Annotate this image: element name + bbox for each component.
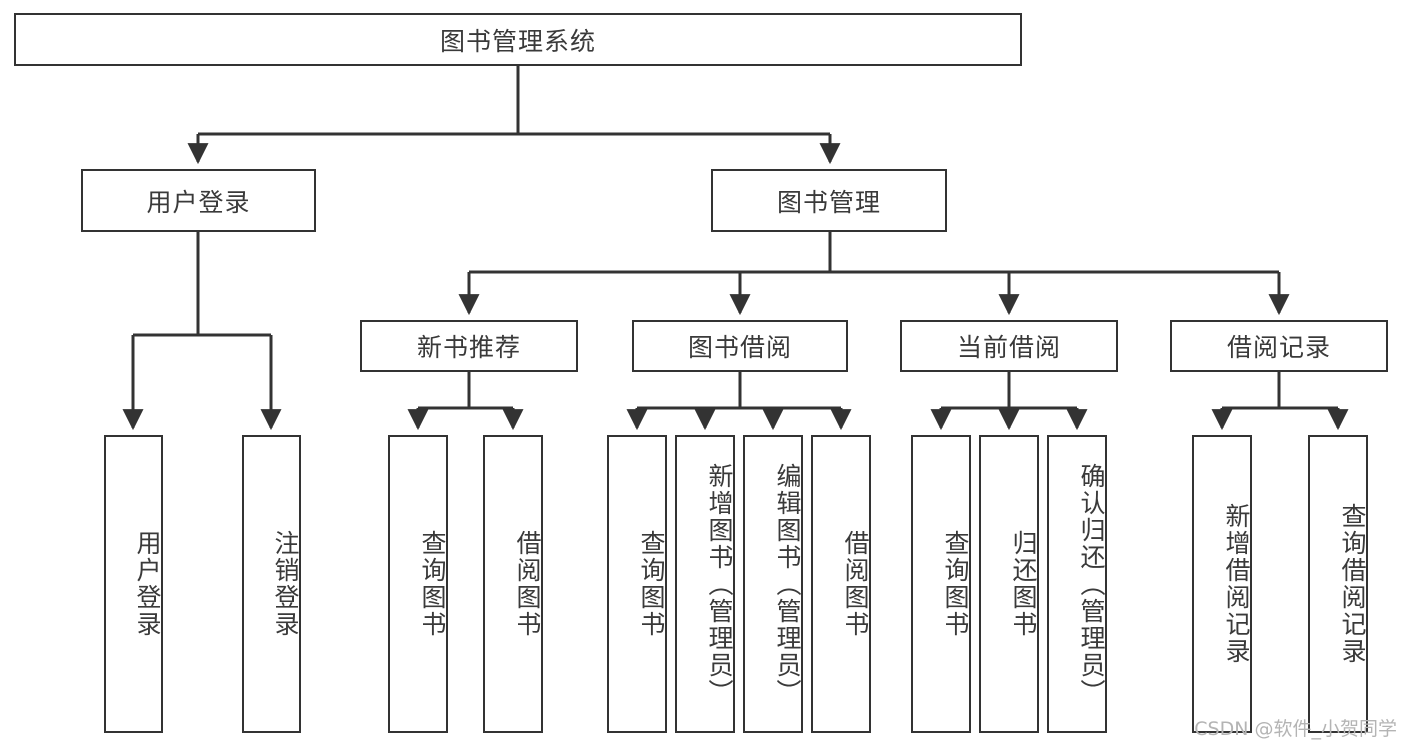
leaf-current-borrow-return-book[interactable]: 归还图书 <box>979 435 1039 733</box>
leaf-borrow-record-add-record[interactable]: 新增借阅记录 <box>1192 435 1252 733</box>
leaf-user-login-logout[interactable]: 注销登录 <box>242 435 301 733</box>
node-label: 新增图书（管理员） <box>705 462 734 706</box>
node-book-borrow[interactable]: 图书借阅 <box>632 320 848 372</box>
node-current-borrow[interactable]: 当前借阅 <box>900 320 1118 372</box>
node-root-book-management-system[interactable]: 图书管理系统 <box>14 13 1022 66</box>
node-borrow-record[interactable]: 借阅记录 <box>1170 320 1388 372</box>
node-label: 查询图书 <box>941 530 970 638</box>
node-label: 新书推荐 <box>416 333 521 362</box>
leaf-book-borrow-add-book-admin[interactable]: 新增图书（管理员） <box>675 435 735 733</box>
leaf-borrow-record-query-record[interactable]: 查询借阅记录 <box>1308 435 1368 733</box>
node-label: 查询图书 <box>637 530 666 638</box>
node-label: 图书借阅 <box>687 333 792 362</box>
leaf-book-borrow-edit-book-admin[interactable]: 编辑图书（管理员） <box>743 435 803 733</box>
node-new-book-recommend[interactable]: 新书推荐 <box>360 320 578 372</box>
node-label: 归还图书 <box>1009 530 1038 638</box>
leaf-book-borrow-borrow-book[interactable]: 借阅图书 <box>811 435 871 733</box>
node-label: 新增借阅记录 <box>1222 503 1251 665</box>
node-label: 确认归还（管理员） <box>1077 462 1106 706</box>
leaf-user-login-login[interactable]: 用户登录 <box>104 435 163 733</box>
node-label: 编辑图书（管理员） <box>773 462 802 706</box>
node-label: 查询借阅记录 <box>1338 503 1367 665</box>
node-label: 借阅图书 <box>841 530 870 638</box>
leaf-new-book-borrow-book[interactable]: 借阅图书 <box>483 435 543 733</box>
node-label: 当前借阅 <box>956 333 1061 362</box>
node-label: 查询图书 <box>418 530 447 638</box>
leaf-current-borrow-query-book[interactable]: 查询图书 <box>911 435 971 733</box>
leaf-new-book-query-book[interactable]: 查询图书 <box>388 435 448 733</box>
node-user-login[interactable]: 用户登录 <box>81 169 316 232</box>
node-label: 借阅图书 <box>513 530 542 638</box>
node-label: 图书管理系统 <box>439 26 596 56</box>
node-label: 借阅记录 <box>1226 333 1331 362</box>
node-label: 图书管理 <box>776 187 881 217</box>
leaf-book-borrow-query-book[interactable]: 查询图书 <box>607 435 667 733</box>
leaf-current-borrow-confirm-return-admin[interactable]: 确认归还（管理员） <box>1047 435 1107 733</box>
node-book-management[interactable]: 图书管理 <box>711 169 947 232</box>
node-label: 用户登录 <box>146 187 251 217</box>
node-label: 注销登录 <box>271 530 300 638</box>
node-label: 用户登录 <box>133 530 162 638</box>
